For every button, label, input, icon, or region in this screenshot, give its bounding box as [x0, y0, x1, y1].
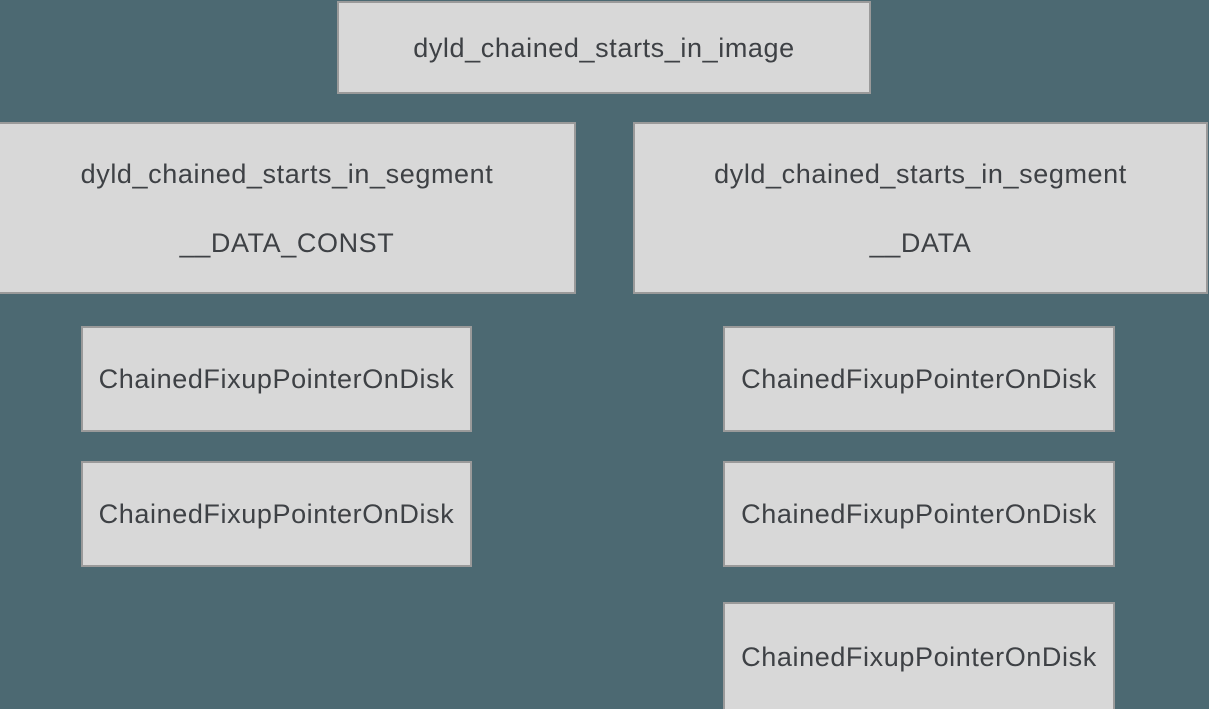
box-dyld-chained-starts-in-image: dyld_chained_starts_in_image — [337, 1, 871, 94]
segment-struct-label: dyld_chained_starts_in_segment — [714, 158, 1127, 189]
box-chained-fixup-pointer: ChainedFixupPointerOnDisk — [723, 602, 1115, 709]
box-segment-data-const: dyld_chained_starts_in_segment __DATA_CO… — [0, 122, 576, 294]
pointer-struct-label: ChainedFixupPointerOnDisk — [741, 499, 1097, 529]
pointer-struct-label: ChainedFixupPointerOnDisk — [98, 499, 455, 529]
pointer-struct-label: ChainedFixupPointerOnDisk — [741, 364, 1097, 394]
pointer-struct-label: ChainedFixupPointerOnDisk — [741, 642, 1097, 672]
box-chained-fixup-pointer: ChainedFixupPointerOnDisk — [81, 461, 472, 567]
segment-struct-label: dyld_chained_starts_in_segment — [80, 158, 494, 189]
segment-name-label: __DATA_CONST — [179, 227, 395, 258]
box-chained-fixup-pointer: ChainedFixupPointerOnDisk — [723, 326, 1115, 432]
pointer-struct-label: ChainedFixupPointerOnDisk — [98, 364, 455, 394]
struct-name-label: dyld_chained_starts_in_image — [413, 32, 795, 63]
segment-name-label: __DATA — [869, 227, 972, 258]
box-segment-data: dyld_chained_starts_in_segment __DATA — [633, 122, 1208, 294]
box-chained-fixup-pointer: ChainedFixupPointerOnDisk — [723, 461, 1115, 567]
box-chained-fixup-pointer: ChainedFixupPointerOnDisk — [81, 326, 472, 432]
